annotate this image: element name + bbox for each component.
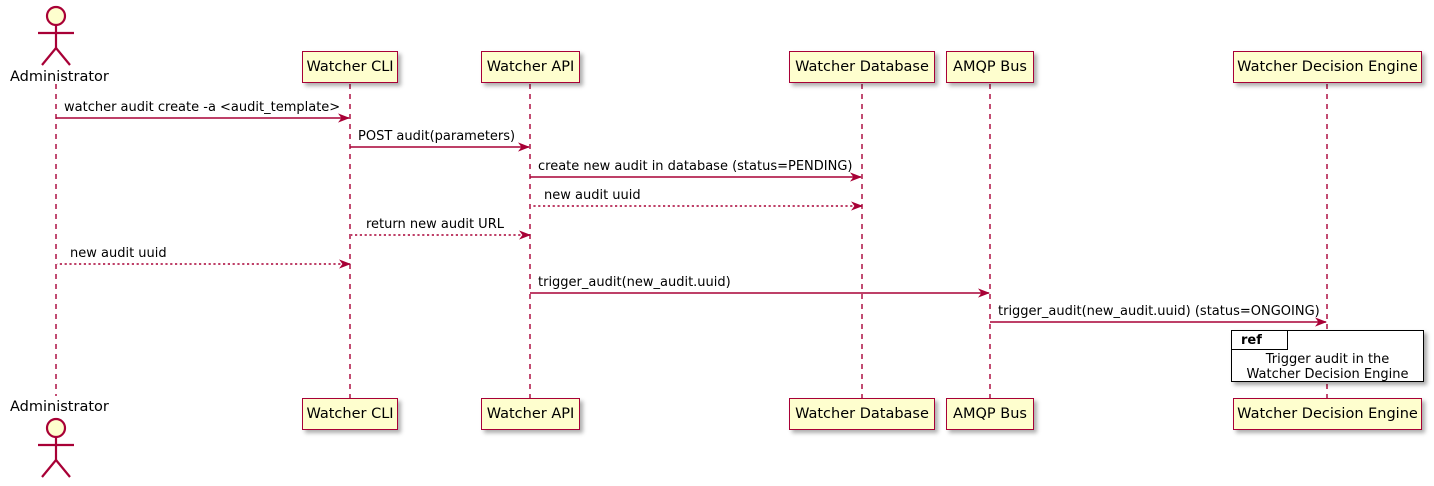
message-label-6: new audit uuid (70, 246, 167, 261)
message-label-1: watcher audit create -a <audit_template> (64, 100, 341, 115)
participant-label-amqp-bus: AMQP Bus (953, 58, 1027, 75)
participant-label-watcher-database-bottom: Watcher Database (795, 405, 929, 422)
message-label-5: return new audit URL (366, 217, 504, 232)
actor-label-administrator-bottom: Administrator (10, 399, 109, 415)
participant-label-watcher-decision-engine: Watcher Decision Engine (1237, 58, 1418, 75)
participant-box-amqp-bus-top[interactable]: AMQP Bus (946, 51, 1034, 83)
message-arrows (56, 113, 1327, 327)
participant-label-watcher-cli-bottom: Watcher CLI (306, 405, 394, 422)
participant-box-amqp-bus-bottom[interactable]: AMQP Bus (946, 398, 1034, 430)
lifelines (55, 84, 1328, 399)
message-label-8: trigger_audit(new_audit.uuid) (status=ON… (998, 304, 1320, 319)
participant-label-watcher-database: Watcher Database (795, 58, 929, 75)
actor-figure-bottom (38, 417, 74, 478)
participant-box-watcher-cli-top[interactable]: Watcher CLI (302, 51, 398, 83)
participant-box-watcher-database-top[interactable]: Watcher Database (789, 51, 935, 83)
participant-label-amqp-bus-bottom: AMQP Bus (953, 405, 1027, 422)
participant-box-watcher-api-top[interactable]: Watcher API (481, 51, 580, 83)
message-label-4: new audit uuid (544, 188, 641, 203)
participant-box-watcher-cli-bottom[interactable]: Watcher CLI (302, 398, 398, 430)
message-label-3: create new audit in database (status=PEN… (538, 159, 853, 174)
participant-box-watcher-decision-engine-top[interactable]: Watcher Decision Engine (1233, 51, 1422, 83)
ref-frame-tab-label: ref (1241, 333, 1262, 348)
message-label-7: trigger_audit(new_audit.uuid) (538, 275, 731, 290)
participant-box-watcher-decision-engine-bottom[interactable]: Watcher Decision Engine (1233, 398, 1422, 430)
actor-figure-top (38, 5, 74, 66)
message-label-2: POST audit(parameters) (358, 129, 516, 144)
ref-frame-body: Trigger audit in the Watcher Decision En… (1232, 352, 1423, 382)
participant-label-watcher-cli: Watcher CLI (306, 58, 394, 75)
participant-box-watcher-database-bottom[interactable]: Watcher Database (789, 398, 935, 430)
ref-frame-line-1: Trigger audit in the (1265, 352, 1390, 367)
ref-frame-line-2: Watcher Decision Engine (1246, 367, 1409, 382)
ref-frame-tab (1232, 331, 1288, 350)
participant-label-watcher-api-bottom: Watcher API (486, 405, 575, 422)
actor-label-administrator-top: Administrator (10, 69, 109, 85)
participant-label-watcher-decision-engine-bottom: Watcher Decision Engine (1237, 405, 1418, 422)
participant-box-watcher-api-bottom[interactable]: Watcher API (481, 398, 580, 430)
ref-frame: ref Trigger audit in the Watcher Decisio… (1231, 330, 1424, 382)
participant-label-watcher-api: Watcher API (486, 58, 575, 75)
